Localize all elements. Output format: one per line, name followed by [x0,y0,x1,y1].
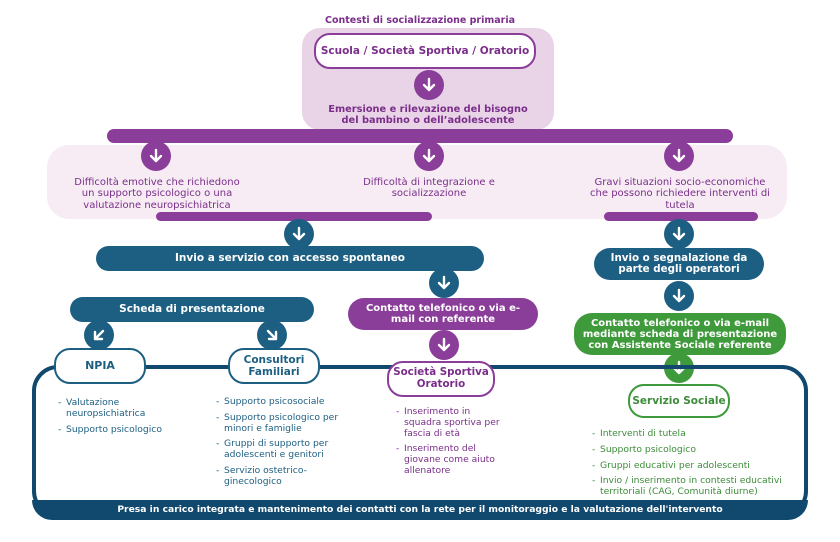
footer-bar: Presa in carico integrata e mantenimento… [32,500,808,520]
list-item: Supporto psicologico [592,444,788,456]
societa-list: Inserimento in squadra sportiva per fasc… [396,406,506,482]
arrow-down-icon [429,268,459,298]
scuola-societa-oratorio-box: Scuola / Società Sportiva / Oratorio [314,33,536,69]
top-heading: Contesti di socializzazione primaria [324,15,516,26]
arrow-down-icon [664,219,694,249]
list-item: Supporto psicologico [58,424,186,436]
list-item: Supporto psicologico per minori e famigl… [216,412,354,435]
invio-segnalazione-box: Invio o segnalazione da parte degli oper… [594,248,764,280]
list-item: Supporto psicosociale [216,396,354,408]
npia-list: Valutazione neuropsichiatrica Supporto p… [58,397,186,440]
arrow-down-icon [664,141,694,171]
list-item: Interventi di tutela [592,428,788,440]
list-item: Inserimento del giovane come aiuto allen… [396,443,506,476]
list-item: Invio / inserimento in contesti educativ… [592,476,788,498]
arrow-down-icon [141,141,171,171]
list-item: Valutazione neuropsichiatrica [58,397,186,420]
purple-join-bar-right [604,212,758,221]
list-item: Inserimento in squadra sportiva per fasc… [396,406,506,439]
purple-branch-bar [107,129,733,143]
need-integrazione-text: Difficoltà di integrazione e socializzaz… [363,177,495,200]
emersione-text: Emersione e rilevazione del bisogno del … [328,104,528,127]
scheda-presentazione-bar: Scheda di presentazione [70,297,314,322]
arrow-down-icon [414,141,444,171]
contatto-referente-box: Contatto telefonico o via e-mail con ref… [348,298,538,330]
list-item: Gruppi di supporto per adolescenti e gen… [216,439,354,461]
list-item: Gruppi educativi per adolescenti [592,460,788,472]
list-item: Servizio ostetrico-ginecologico [216,465,354,488]
need-socioeconomiche-text: Gravi situazioni socio-economiche che po… [590,177,770,211]
arrow-down-icon [429,330,459,360]
purple-join-bar-left [156,212,432,221]
servizio-sociale-box: Servizio Sociale [628,384,730,418]
arrow-down-icon [664,281,694,311]
arrow-down-icon [284,219,314,249]
arrow-down-left-icon [84,320,114,350]
consultori-box: Consultori Familiari [228,348,320,384]
consultori-list: Supporto psicosociale Supporto psicologi… [216,396,354,492]
need-emotive-text: Difficoltà emotive che richiedono un sup… [74,177,240,211]
npia-box: NPIA [54,348,146,384]
arrow-down-right-icon [257,320,287,350]
sociale-list: Interventi di tutela Supporto psicologic… [592,428,788,503]
contatto-assistente-box: Contatto telefonico o via e-mail mediant… [574,313,786,355]
arrow-down-icon [414,70,444,100]
societa-oratorio-box: Società Sportiva Oratorio [387,361,495,397]
invio-spontaneo-bar: Invio a servizio con accesso spontaneo [96,246,484,271]
